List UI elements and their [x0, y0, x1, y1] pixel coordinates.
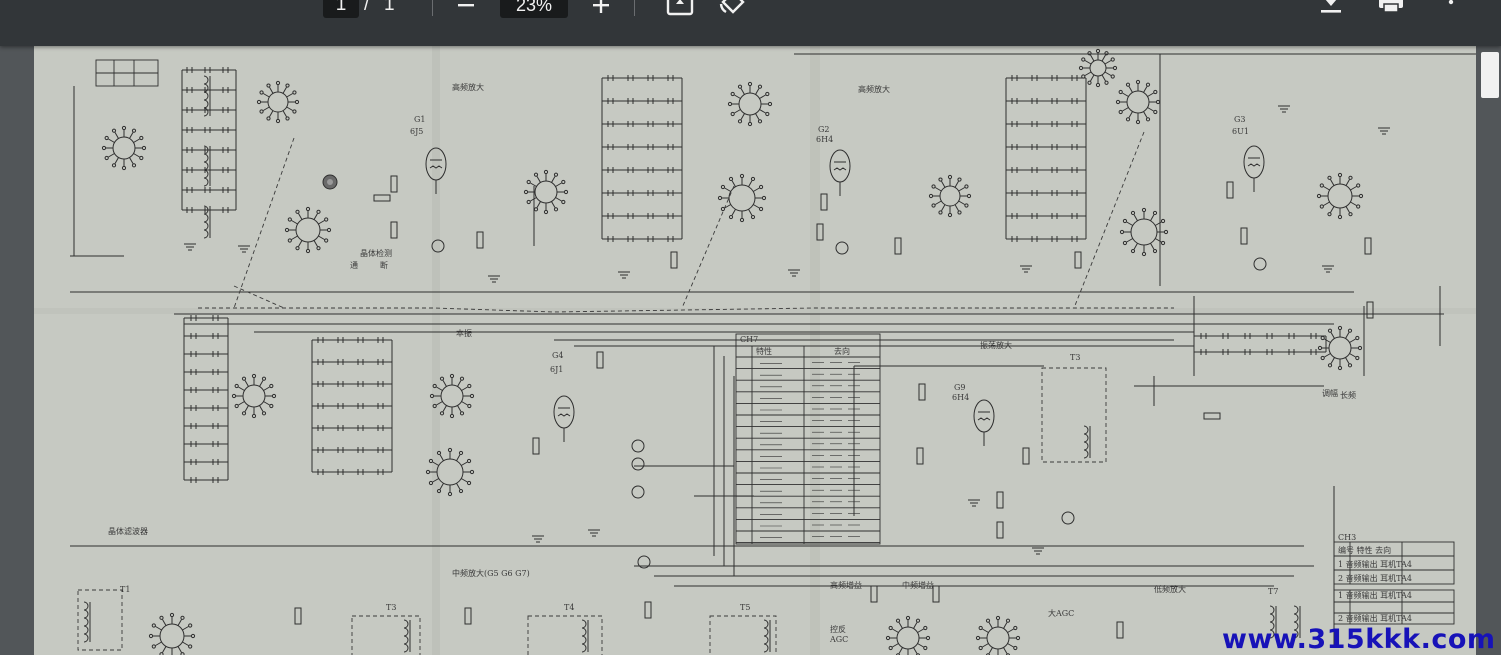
download-button[interactable]: [1316, 0, 1346, 20]
svg-text:T1: T1: [120, 585, 130, 594]
download-icon: [1321, 0, 1341, 13]
svg-text:调幅: 调幅: [1322, 388, 1338, 398]
svg-text:6J1: 6J1: [550, 365, 563, 374]
svg-text:6J5: 6J5: [410, 127, 423, 136]
total-pages: 1: [384, 0, 395, 15]
rotate-button[interactable]: [718, 0, 748, 20]
svg-text:去向: 去向: [834, 346, 850, 356]
svg-text:T4: T4: [564, 603, 574, 612]
svg-text:本振: 本振: [456, 328, 472, 338]
svg-text:1 音频输出 耳机TA4: 1 音频输出 耳机TA4: [1338, 559, 1412, 569]
zoom-out-button[interactable]: [451, 0, 481, 20]
vertical-scrollbar[interactable]: [1479, 46, 1501, 655]
svg-text:中频增益: 中频增益: [902, 580, 934, 590]
print-button[interactable]: [1376, 0, 1406, 20]
svg-text:低频放大: 低频放大: [1154, 584, 1186, 594]
svg-text:T7: T7: [1268, 587, 1278, 596]
toolbar-divider: [432, 0, 433, 16]
svg-text:2 音频输出 耳机TA4: 2 音频输出 耳机TA4: [1338, 573, 1412, 583]
scrollbar-thumb[interactable]: [1481, 52, 1499, 98]
minus-icon: [458, 4, 474, 7]
svg-text:6U1: 6U1: [1232, 127, 1249, 136]
svg-text:编号 特性 去向: 编号 特性 去向: [1338, 545, 1391, 555]
svg-text:T5: T5: [740, 603, 750, 612]
svg-text:G2: G2: [818, 125, 829, 134]
fit-page-icon: [666, 0, 694, 16]
svg-text:6H4: 6H4: [816, 135, 833, 144]
viewer-toolbar: 1 / 1 23%: [0, 0, 1501, 46]
svg-text:长频: 长频: [1340, 390, 1356, 400]
svg-text:晶体滤波器: 晶体滤波器: [108, 526, 148, 536]
svg-text:CH3: CH3: [1338, 533, 1356, 542]
svg-text:高频放大: 高频放大: [858, 84, 890, 94]
current-page-input[interactable]: 1: [323, 0, 359, 18]
svg-text:中频放大(G5 G6 G7): 中频放大(G5 G6 G7): [452, 568, 530, 578]
svg-text:特性: 特性: [756, 346, 772, 356]
plus-icon: [593, 0, 609, 13]
svg-text:6H4: 6H4: [952, 393, 969, 402]
print-icon: [1379, 0, 1403, 13]
svg-text:2 音频输出 耳机TA4: 2 音频输出 耳机TA4: [1338, 613, 1412, 623]
svg-text:1 音频输出 耳机TA4: 1 音频输出 耳机TA4: [1338, 590, 1412, 600]
svg-text:G1: G1: [414, 115, 425, 124]
more-actions-button[interactable]: [1436, 0, 1466, 20]
svg-text:控反: 控反: [830, 624, 846, 634]
page-separator: /: [364, 0, 370, 15]
svg-text:G9: G9: [954, 383, 965, 392]
svg-text:T3: T3: [1070, 353, 1080, 362]
svg-text:断: 断: [380, 260, 388, 270]
svg-text:通: 通: [350, 260, 358, 270]
voltage-table: [735, 333, 881, 545]
svg-text:晶体检测: 晶体检测: [360, 248, 392, 258]
switch-table: [1333, 541, 1455, 625]
toolbar-divider: [634, 0, 635, 16]
svg-text:大AGC: 大AGC: [1048, 608, 1074, 618]
svg-text:高频放大: 高频放大: [452, 82, 484, 92]
svg-text:AGC: AGC: [829, 635, 848, 644]
svg-text:T3: T3: [386, 603, 396, 612]
svg-text:G4: G4: [552, 351, 563, 360]
zoom-input[interactable]: 23%: [500, 0, 568, 18]
rotate-icon: [719, 0, 745, 14]
zoom-in-button[interactable]: [586, 0, 616, 20]
svg-text:G3: G3: [1234, 115, 1245, 124]
fit-page-button[interactable]: [665, 0, 695, 20]
svg-text:振荡放大: 振荡放大: [980, 340, 1012, 350]
more-vert-icon: [1448, 0, 1454, 5]
watermark: www.315kkk.com: [1222, 624, 1496, 655]
svg-text:高频增益: 高频增益: [830, 580, 862, 590]
svg-text:CH7: CH7: [740, 335, 758, 344]
